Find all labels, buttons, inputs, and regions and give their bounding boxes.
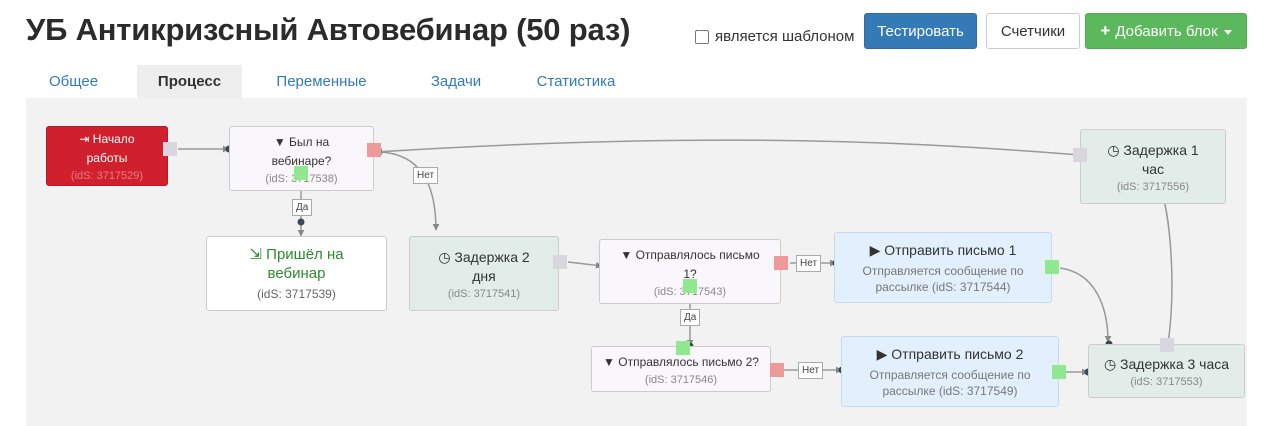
funnel-icon: ▼ bbox=[273, 134, 286, 149]
port-delay-3-hours-out[interactable] bbox=[1160, 338, 1174, 352]
plus-icon: + bbox=[1100, 21, 1111, 40]
caret-down-icon bbox=[1223, 29, 1232, 35]
block-filter-webinar-title-1: Был на bbox=[289, 134, 330, 149]
play-icon: ▶ bbox=[869, 241, 881, 258]
block-delay-1-hour-title-2: час bbox=[1141, 160, 1165, 177]
port-delay-1-hour-out[interactable] bbox=[1073, 148, 1087, 162]
clock-icon: ◷ bbox=[1103, 355, 1117, 372]
block-filter-letter-1[interactable]: ▼ Отправлялось письмо 1? (idS: 3717543) bbox=[599, 239, 781, 304]
port-start-out[interactable] bbox=[163, 142, 177, 156]
block-delay-3-hours-ids: (idS: 3717553) bbox=[1130, 375, 1203, 388]
port-filter-letter-1-yes[interactable] bbox=[683, 279, 697, 293]
label-yes: Да bbox=[292, 199, 313, 216]
tab-bar: Общее Процесс Переменные Задачи Статисти… bbox=[26, 65, 1247, 98]
port-filter-letter-1-no[interactable] bbox=[774, 256, 788, 270]
port-filter-webinar-yes[interactable] bbox=[294, 166, 308, 180]
block-came-webinar-ids: (idS: 3717539) bbox=[257, 287, 336, 301]
port-filter-letter-2-in[interactable] bbox=[676, 341, 690, 355]
block-send-letter-1-desc-2: рассылке (idS: 3717544) bbox=[875, 279, 1011, 294]
block-send-letter-1[interactable]: ▶ Отправить письмо 1 Отправляется сообще… bbox=[834, 232, 1052, 303]
play-icon: ▶ bbox=[876, 345, 888, 362]
block-delay-2-days-title-1: Задержка 2 bbox=[454, 248, 530, 265]
tab-statistics[interactable]: Статистика bbox=[536, 73, 616, 90]
block-filter-letter-2-title: Отправлялось письмо 2? bbox=[618, 354, 759, 369]
add-block-label: Добавить блок bbox=[1115, 22, 1218, 40]
label-yes: Да bbox=[680, 309, 701, 326]
port-send-letter-2-out[interactable] bbox=[1052, 365, 1066, 379]
port-filter-webinar-no[interactable] bbox=[367, 143, 381, 157]
block-delay-2-days-ids: (idS: 3717541) bbox=[447, 287, 521, 300]
wire-filter1-delay2 bbox=[375, 151, 440, 231]
block-delay-1-hour-title-1: Задержка 1 bbox=[1123, 141, 1199, 158]
funnel-icon: ▼ bbox=[603, 354, 615, 369]
port-filter-letter-2-no[interactable] bbox=[770, 363, 784, 377]
label-no: Нет bbox=[413, 167, 439, 184]
sign-in-icon: ⇥ bbox=[79, 132, 90, 146]
block-filter-webinar-title-2: вебинаре? bbox=[271, 153, 332, 168]
block-delay-1-hour-ids: (idS: 3717556) bbox=[1116, 180, 1190, 193]
wire-delay1h-filter1 bbox=[375, 139, 1081, 156]
block-came-webinar[interactable]: ⇲ Пришёл на вебинар (idS: 3717539) bbox=[206, 236, 387, 311]
block-start-ids: (idS: 3717529) bbox=[70, 170, 144, 182]
page-title: УБ Антикризсный Автовебинар (50 раз) bbox=[26, 12, 631, 47]
tab-tasks[interactable]: Задачи bbox=[430, 73, 482, 90]
block-send-letter-2-desc-1: Отправляется сообщение по bbox=[869, 367, 1031, 382]
clock-icon: ◷ bbox=[438, 248, 451, 265]
label-no: Нет bbox=[796, 255, 822, 272]
block-send-letter-2[interactable]: ▶ Отправить письмо 2 Отправляется сообще… bbox=[841, 336, 1059, 407]
label-no: Нет bbox=[798, 362, 824, 379]
funnel-icon: ▼ bbox=[620, 247, 633, 262]
block-delay-2-days[interactable]: ◷ Задержка 2 дня (idS: 3717541) bbox=[409, 236, 559, 311]
block-send-letter-1-desc-1: Отправляется сообщение по bbox=[862, 263, 1024, 278]
block-filter-letter-1-title-1: Отправлялось письмо bbox=[635, 247, 760, 262]
block-filter-letter-2-ids: (idS: 3717546) bbox=[644, 373, 718, 386]
block-send-letter-1-title: Отправить письмо 1 bbox=[884, 241, 1017, 258]
block-filter-webinar[interactable]: ▼ Был на вебинаре? (idS: 3717538) bbox=[229, 126, 374, 191]
sign-out-icon: ⇲ bbox=[249, 246, 262, 263]
template-checkbox-label: является шаблоном bbox=[715, 28, 855, 45]
tab-general[interactable]: Общее bbox=[48, 73, 99, 90]
block-start-title-2: работы bbox=[86, 151, 128, 165]
wire-delay2-filter2 bbox=[567, 261, 603, 269]
block-delay-3-hours[interactable]: ◷ Задержка 3 часа (idS: 3717553) bbox=[1088, 344, 1245, 398]
port-send-letter-1-out[interactable] bbox=[1045, 260, 1059, 274]
wire-delay3h-delay1h bbox=[1158, 183, 1173, 345]
block-send-letter-2-desc-2: рассылке (idS: 3717549) bbox=[882, 383, 1018, 398]
block-delay-2-days-title-2: дня bbox=[472, 267, 496, 284]
port-delay-2-days-out[interactable] bbox=[553, 255, 567, 269]
process-canvas[interactable]: ⇥ Начало работы (idS: 3717529) ▼ Был на … bbox=[26, 98, 1247, 426]
wire-send1-delay3h bbox=[1059, 267, 1112, 343]
test-button[interactable]: Тестировать bbox=[864, 13, 977, 49]
block-start-title-1: Начало bbox=[92, 132, 135, 146]
tab-process[interactable]: Процесс bbox=[137, 65, 242, 98]
block-start[interactable]: ⇥ Начало работы (idS: 3717529) bbox=[46, 126, 168, 186]
tab-variables[interactable]: Переменные bbox=[276, 73, 367, 90]
block-came-webinar-title-2: вебинар bbox=[267, 265, 326, 282]
block-filter-letter-1-title-2: 1? bbox=[683, 266, 697, 281]
block-came-webinar-title-1: Пришёл на bbox=[266, 246, 344, 263]
counters-button[interactable]: Счетчики bbox=[986, 13, 1080, 49]
clock-icon: ◷ bbox=[1107, 141, 1120, 158]
template-checkbox-control[interactable]: является шаблоном bbox=[695, 28, 854, 45]
block-delay-3-hours-title: Задержка 3 часа bbox=[1120, 355, 1230, 372]
block-send-letter-2-title: Отправить письмо 2 bbox=[891, 345, 1024, 362]
block-delay-1-hour[interactable]: ◷ Задержка 1 час (idS: 3717556) bbox=[1080, 129, 1226, 204]
template-checkbox[interactable] bbox=[695, 29, 709, 44]
add-block-button[interactable]: + Добавить блок bbox=[1085, 13, 1247, 49]
